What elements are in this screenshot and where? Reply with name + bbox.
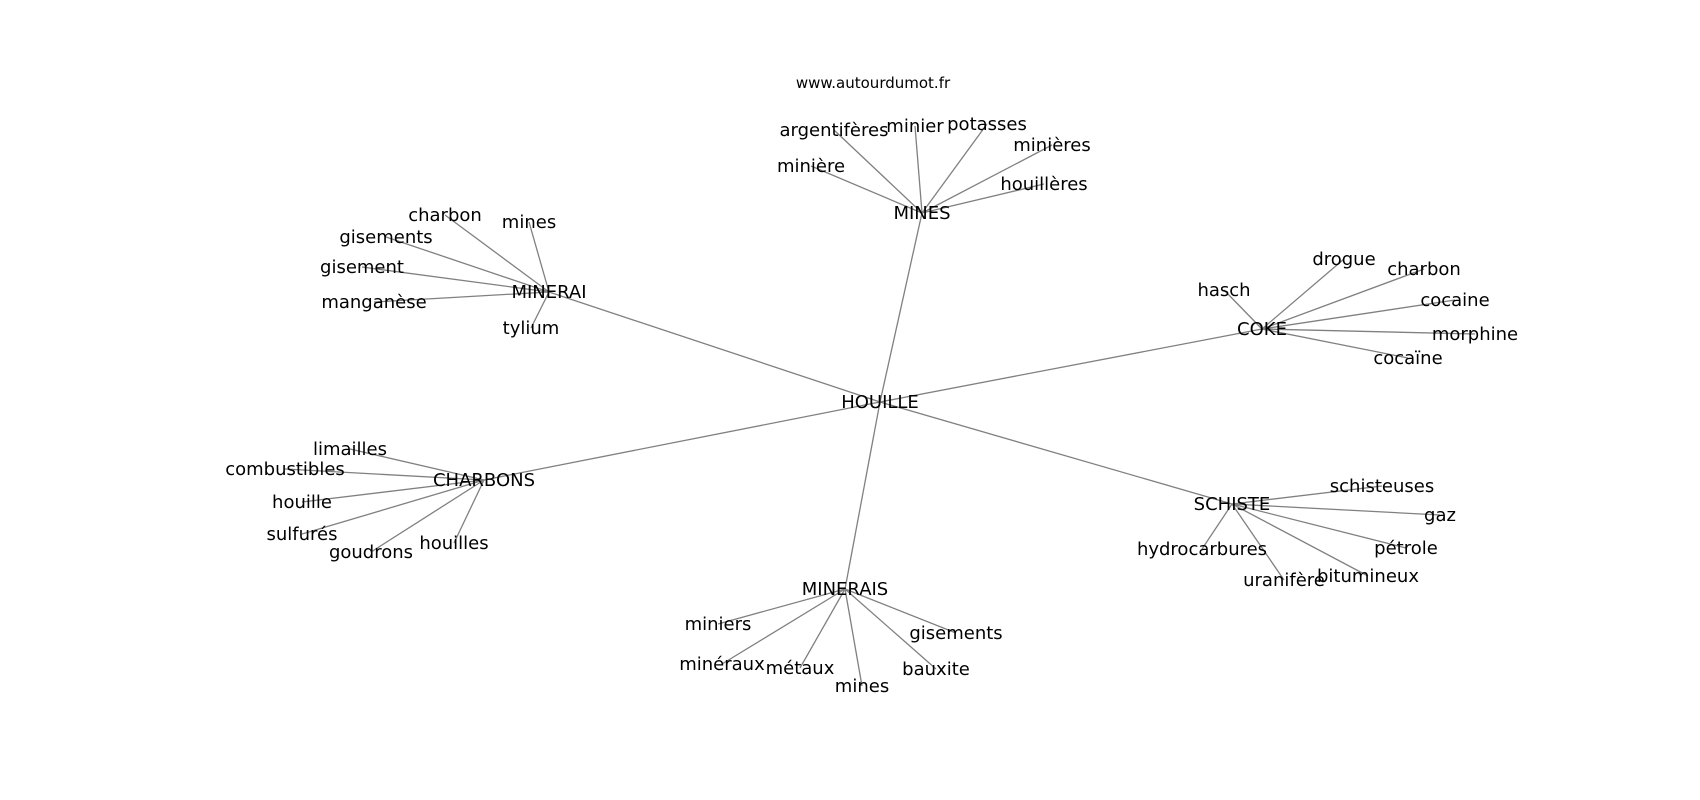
word-node-label: métaux (766, 658, 835, 679)
word-node-label: hydrocarbures (1137, 539, 1267, 560)
word-node-label: cocaïne (1373, 348, 1442, 369)
word-node-label: minières (1013, 135, 1090, 156)
edge-mines-word (810, 165, 923, 214)
word-node-label: minéraux (679, 654, 765, 675)
word-node-label: gisements (339, 227, 432, 248)
word-node-label: gaz (1424, 505, 1456, 526)
edge-minerai-word (373, 291, 550, 303)
word-node-label: combustibles (225, 459, 345, 480)
word-node-label: morphine (1432, 324, 1518, 345)
edge-coke-word (1261, 328, 1409, 359)
edge-coke-word (1261, 328, 1476, 335)
edge-schiste-word (1231, 503, 1441, 516)
hub-node-label-charbons: CHARBONS (433, 470, 535, 491)
edge-coke-word (1223, 289, 1263, 330)
edge-charbons-word (349, 448, 485, 481)
edge-minerai-word (444, 214, 550, 293)
word-node-label: goudrons (329, 542, 413, 563)
word-node-label: houilles (419, 533, 488, 554)
hub-node-label-coke: COKE (1237, 319, 1287, 340)
edge-mines-word (921, 144, 1053, 214)
word-node-label: tylium (503, 318, 560, 339)
edge-center-mines (879, 212, 923, 403)
edge-mines-word (921, 183, 1045, 214)
edge-minerais-word (717, 588, 846, 625)
word-node-label: bauxite (902, 659, 970, 680)
edge-charbons-word (301, 479, 485, 535)
edge-minerais-word (721, 588, 846, 665)
word-node-label: miniers (685, 614, 752, 635)
edge-schiste-word (1231, 503, 1369, 577)
hub-node-label-mines: MINES (893, 203, 950, 224)
labels-layer: www.autourdumot.fr HOUILLE argentifèresm… (225, 74, 1518, 697)
word-node-label: schisteuses (1330, 476, 1434, 497)
edge-center-coke (879, 328, 1263, 403)
edge-center-minerai (548, 291, 881, 403)
edge-coke-word (1261, 299, 1456, 330)
word-node-label: uranifère (1243, 570, 1325, 591)
word-node-label: gisements (909, 623, 1002, 644)
hub-node-label-minerai: MINERAI (511, 282, 586, 303)
word-node-label: minière (777, 156, 845, 177)
edges-layer (284, 123, 1476, 687)
word-node-label: limailles (313, 439, 387, 460)
word-node-label: houille (272, 492, 332, 513)
word-node-label: houillères (1000, 174, 1087, 195)
word-node-label: mines (835, 676, 889, 697)
edge-mines-word (921, 123, 988, 214)
word-node-label: potasses (947, 114, 1027, 135)
hub-node-label-schiste: SCHISTE (1194, 494, 1271, 515)
site-url: www.autourdumot.fr (796, 74, 951, 92)
word-node-label: manganèse (321, 292, 426, 313)
edge-minerai-word (530, 291, 550, 329)
edge-schiste-word (1231, 485, 1383, 505)
word-node-label: minier (886, 116, 944, 137)
center-node-label: HOUILLE (841, 392, 919, 413)
word-node-label: charbon (1387, 259, 1461, 280)
edge-center-charbons (483, 401, 881, 481)
word-node-label: hasch (1197, 280, 1250, 301)
word-node-label: argentifères (780, 120, 889, 141)
word-node-label: pétrole (1374, 538, 1438, 559)
edge-mines-word (833, 129, 923, 214)
word-node-label: bitumineux (1317, 566, 1419, 587)
word-node-label: gisement (320, 257, 404, 278)
edge-schiste-word (1201, 503, 1233, 550)
edge-center-schiste (879, 401, 1233, 505)
edge-minerais-word (844, 588, 957, 634)
edge-center-minerais (844, 401, 881, 590)
edge-coke-word (1261, 258, 1345, 330)
edge-minerai-word (361, 266, 550, 293)
edge-coke-word (1261, 268, 1425, 330)
edge-schiste-word (1231, 503, 1285, 581)
edge-minerai-word (528, 221, 550, 293)
word-node-label: sulfurés (267, 524, 338, 545)
edge-minerai-word (385, 236, 550, 293)
edge-charbons-word (284, 468, 485, 481)
word-node-label: drogue (1312, 249, 1375, 270)
edge-minerais-word (844, 588, 937, 670)
edge-minerais-word (844, 588, 863, 687)
hub-node-label-minerais: MINERAIS (802, 579, 889, 600)
word-node-label: charbon (408, 205, 482, 226)
word-node-label: mines (502, 212, 556, 233)
edge-mines-word (914, 125, 923, 214)
edge-charbons-word (370, 479, 485, 553)
edge-charbons-word (301, 479, 485, 503)
edge-charbons-word (453, 479, 485, 544)
edge-schiste-word (1231, 503, 1407, 549)
edge-minerais-word (799, 588, 846, 669)
word-node-label: cocaine (1420, 290, 1489, 311)
